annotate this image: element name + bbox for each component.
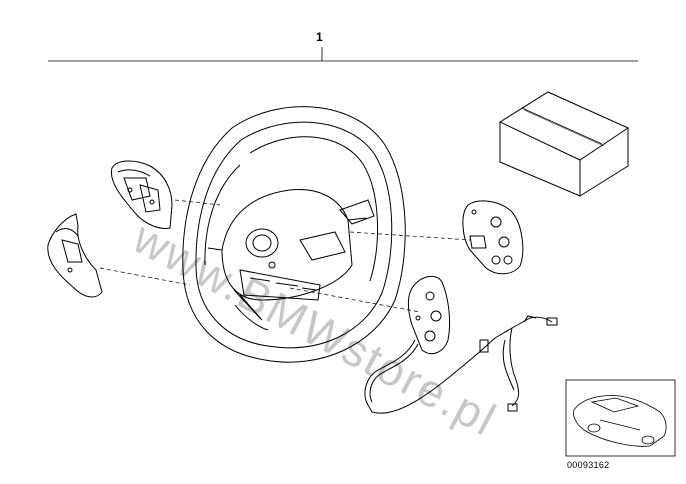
callout-number: 1 (316, 30, 323, 44)
right-switch-module[interactable] (462, 200, 524, 275)
left-paddle-upper[interactable] (110, 160, 173, 229)
wiring-harness[interactable] (364, 315, 558, 414)
vehicle-thumbnail[interactable] (565, 379, 676, 457)
header-rule (48, 47, 638, 62)
left-paddle-lower[interactable] (47, 213, 103, 298)
box-package[interactable] (498, 91, 630, 197)
leader-lines (99, 199, 471, 313)
steering-wheel[interactable] (182, 106, 406, 363)
right-lower-switch-module[interactable] (407, 275, 451, 355)
part-number-label: 00093162 (567, 460, 610, 470)
